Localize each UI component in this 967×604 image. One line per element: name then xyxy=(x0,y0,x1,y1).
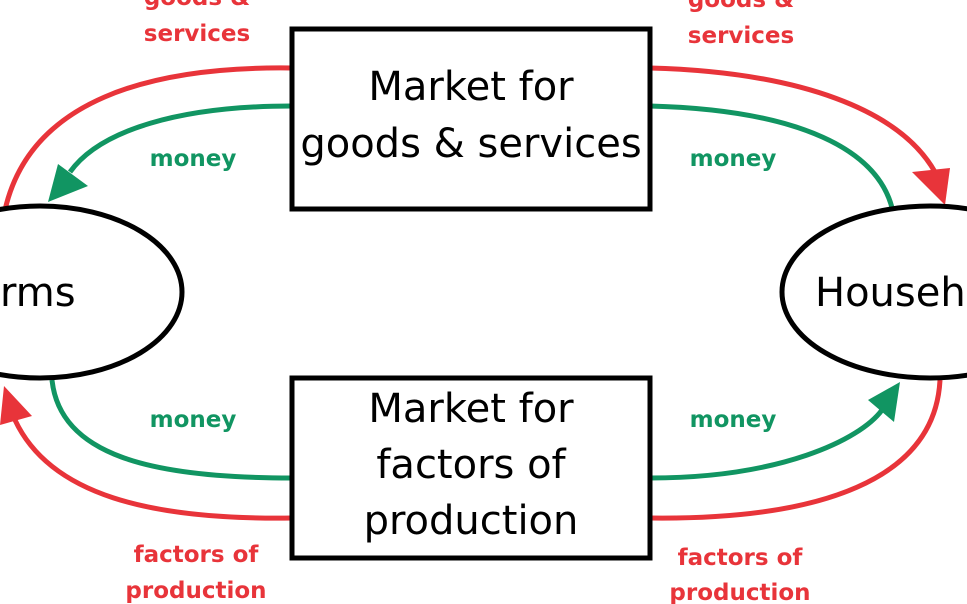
market-factors-line3: production xyxy=(364,498,579,544)
goods-flow-top-left-line xyxy=(2,65,293,211)
goods-flow-top-right-arrowhead xyxy=(912,168,950,205)
households-node-label: Househ xyxy=(815,270,966,316)
firms-node-label: rms xyxy=(0,270,76,316)
firms-node: rms xyxy=(0,203,185,381)
market-goods-services-box: Market for goods & services xyxy=(289,26,653,212)
factors-flow-bottom-right-line xyxy=(649,379,943,521)
money-flow-top-right-line xyxy=(649,103,896,213)
top-left-money-label: money xyxy=(150,146,237,172)
money-flow-bottom-right-arrowhead xyxy=(868,382,900,422)
bottom-left-factors-label-line1: factors of xyxy=(134,542,260,568)
bottom-right-money-label: money xyxy=(690,407,777,433)
top-left-goods-label-line2: services xyxy=(144,21,250,47)
factors-flow-bottom-left-arrowhead xyxy=(0,386,32,425)
top-right-goods-label-line1: goods & xyxy=(688,0,794,13)
top-left-goods-label-line1: goods & xyxy=(144,0,250,11)
bottom-right-factors-label-line2: production xyxy=(669,580,810,604)
money-flow-top-left-arrowhead xyxy=(48,164,88,202)
top-right-money-label: money xyxy=(690,146,777,172)
money-flow-top-left-line xyxy=(67,103,293,174)
bottom-left-money-label: money xyxy=(150,407,237,433)
factors-flow-bottom-left-line xyxy=(12,418,293,521)
market-goods-line1: Market for xyxy=(368,64,574,110)
top-right-goods-label-line2: services xyxy=(688,23,794,49)
goods-flow-top-right-line xyxy=(649,65,938,174)
market-factors-production-box: Market for factors of production xyxy=(289,375,653,561)
bottom-left-factors-label-line2: production xyxy=(125,578,266,604)
money-flow-bottom-left-line xyxy=(49,379,293,481)
households-node: Househ xyxy=(779,203,967,381)
market-factors-line1: Market for xyxy=(368,386,574,432)
bottom-right-factors-label-line1: factors of xyxy=(678,545,804,571)
money-flow-bottom-right-line xyxy=(649,408,885,481)
market-factors-line2: factors of xyxy=(376,442,566,488)
market-goods-line2: goods & services xyxy=(300,121,641,167)
